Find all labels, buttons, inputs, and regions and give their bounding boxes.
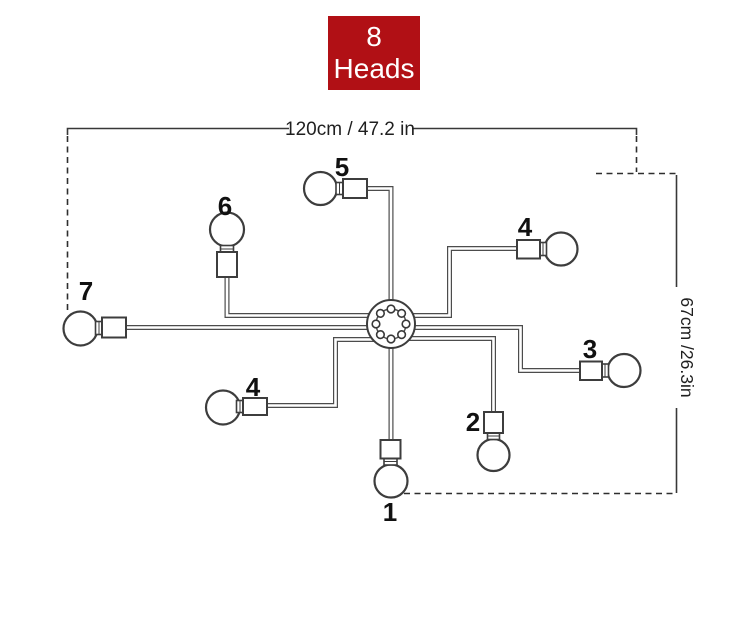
bulb-socket (342, 178, 368, 199)
bulb-number-label: 2 (466, 407, 480, 437)
dimension-height: 67cm /26.3in (404, 172, 697, 495)
bulb-top-group: 5 (302, 152, 368, 207)
hub-bolt (375, 330, 386, 340)
bulb-number-label: 5 (335, 152, 349, 182)
bulb-glass (62, 310, 99, 347)
bulb-lower-left-group: 4 (204, 372, 268, 426)
bulb-bottom-right-group: 2 (466, 407, 511, 473)
height-dimension-label: 67cm /26.3in (677, 297, 697, 397)
bulb-glass (476, 437, 511, 473)
arm-core (391, 247, 528, 317)
arm-core (367, 187, 393, 324)
bulb-left-group: 7 (62, 276, 127, 347)
arm-core (225, 270, 391, 317)
width-dim-left-segment (66, 127, 289, 135)
arm-lower-left-bulb4 (255, 337, 391, 408)
bulb-socket (516, 239, 541, 260)
bulb-number-label: 3 (583, 334, 597, 364)
bulb-bottom-group: 1 (373, 439, 409, 527)
bulb-number-label: 7 (79, 276, 93, 306)
bulb-socket (101, 316, 127, 339)
bulb-glass (543, 231, 579, 267)
arm-top-right-bulb4 (391, 246, 528, 318)
bulb-glass (373, 463, 409, 499)
heads-count-number: 8 (366, 21, 382, 52)
bulb-right-group: 3 (579, 334, 642, 389)
bulb-number-label: 1 (383, 497, 397, 527)
bulb-glass (204, 389, 242, 426)
bulb-socket (379, 439, 402, 460)
bulb-socket (216, 251, 238, 278)
bulb-top-right-group: 4 (516, 212, 579, 267)
hub-bolt (397, 308, 407, 319)
bulb-glass (302, 170, 339, 207)
width-dimension-label: 120cm / 47.2 in (285, 119, 415, 140)
hub-bolt (397, 330, 407, 340)
chandelier-arms (112, 186, 590, 444)
hub-bolt (371, 319, 381, 329)
bulb-socket (242, 397, 268, 416)
arm-core (391, 337, 495, 420)
hub-bolt (386, 334, 396, 344)
bulb-number-label: 4 (518, 212, 533, 242)
heads-count-word: Heads (333, 53, 415, 84)
arm-core (255, 338, 391, 407)
arm-right-bulb3 (391, 325, 590, 373)
arm-upper-left-bulb6 (224, 270, 391, 318)
bulb-number-label: 6 (218, 191, 232, 221)
bulb-upper-left-group: 6 (208, 191, 246, 278)
arm-core (391, 326, 590, 372)
hub-bolt (375, 308, 386, 319)
width-dim-right-segment (412, 127, 638, 135)
bulb-socket (579, 360, 603, 381)
hub-group (366, 299, 416, 349)
hub-bolt (386, 304, 396, 314)
bulb-glass (606, 352, 642, 389)
bulb-socket (483, 411, 504, 434)
dimension-width: 120cm / 47.2 in (66, 119, 638, 311)
hub-bolt (401, 319, 411, 329)
bulb-number-label: 4 (246, 372, 261, 402)
heads-count-badge: 8 Heads (328, 16, 420, 90)
